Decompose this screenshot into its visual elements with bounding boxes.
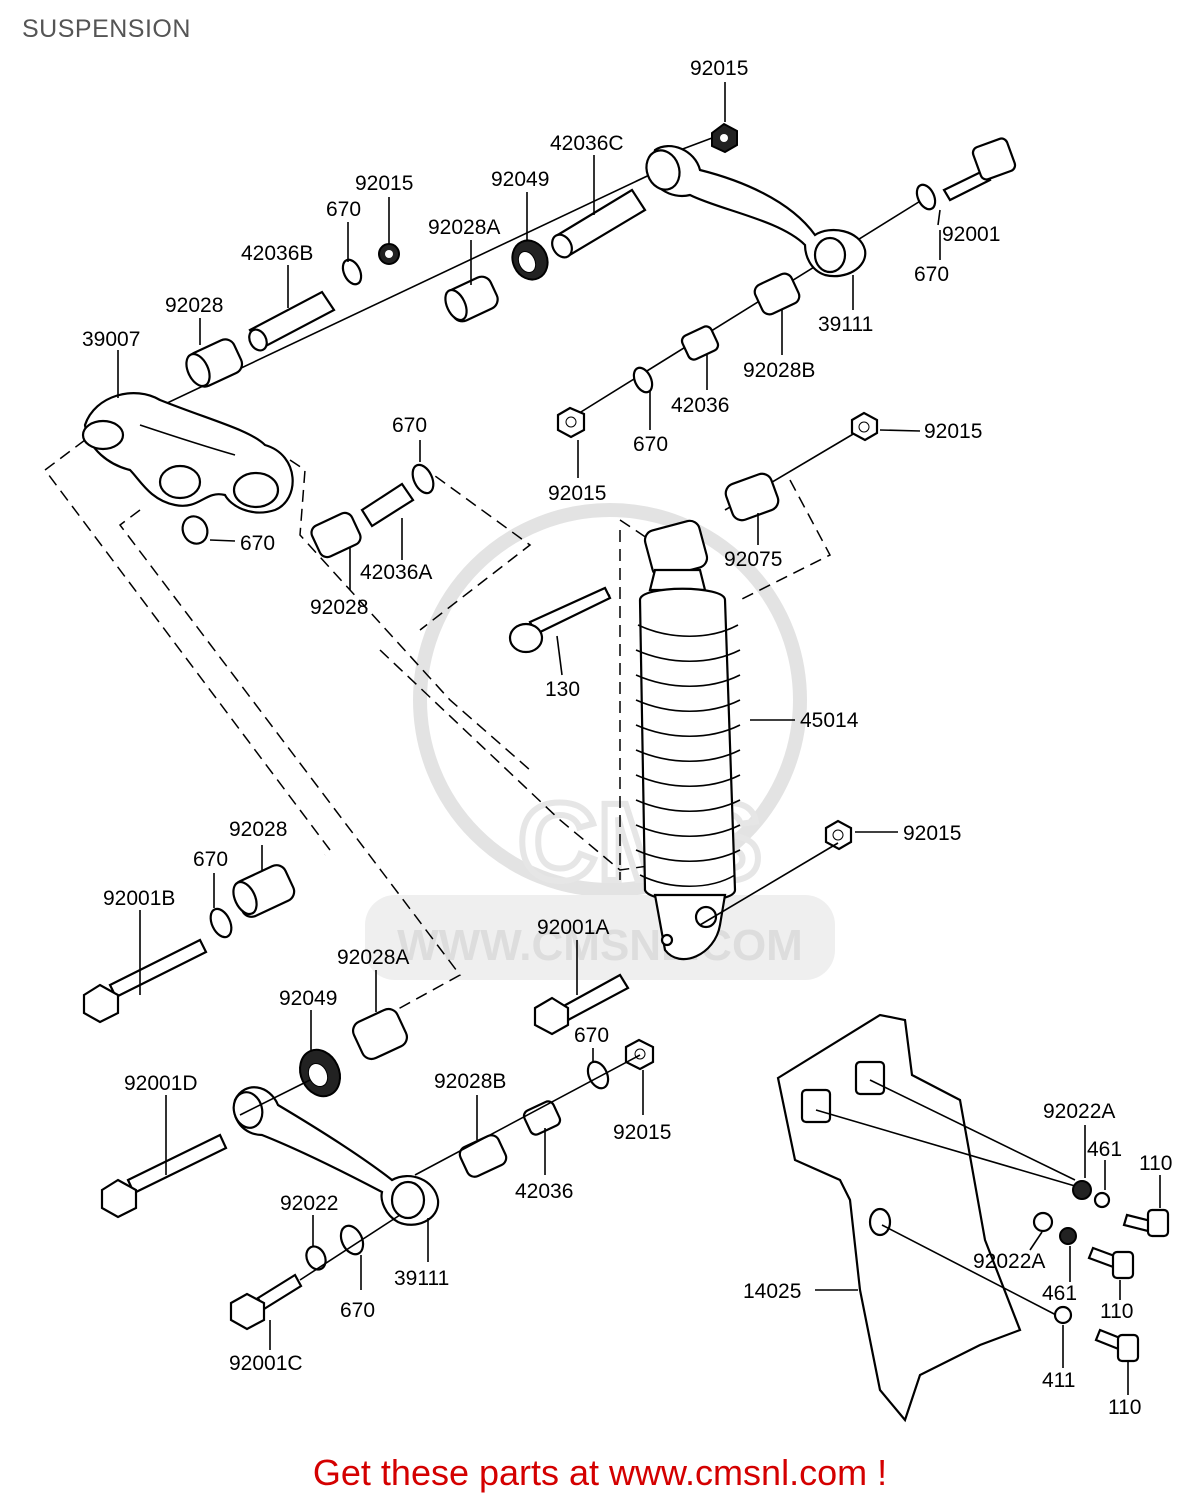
collar-42036A xyxy=(360,482,415,528)
bolt-92001D xyxy=(100,1133,228,1219)
label-92001C: 92001C xyxy=(229,1352,303,1375)
washer-670-mid xyxy=(632,366,654,394)
label-411: 411 xyxy=(1042,1369,1075,1392)
label-92015-mid: 92015 xyxy=(548,482,606,505)
label-110-bottom: 110 xyxy=(1108,1396,1141,1419)
label-92001A: 92001A xyxy=(537,916,609,939)
label-92028-bottom: 92028 xyxy=(229,818,287,841)
bushing-92028A-upper xyxy=(444,275,499,323)
bearing-92049-upper xyxy=(511,239,549,281)
watermark-text: WWW.CMSNL.COM xyxy=(397,921,803,970)
bearing-92049-bottom xyxy=(299,1048,341,1098)
label-92022A-mid: 92022A xyxy=(973,1250,1045,1273)
part-labels: 92015 42036C 92049 92015 670 92028A 4203… xyxy=(82,57,1172,1419)
label-670-left: 670 xyxy=(326,198,361,221)
washer-670-lower xyxy=(339,1224,365,1256)
label-92028-top: 92028 xyxy=(165,294,223,317)
label-92028B-bottom: 92028B xyxy=(434,1070,506,1093)
label-461-mid: 461 xyxy=(1042,1282,1077,1305)
label-39007: 39007 xyxy=(82,328,140,351)
nut-92015-upper-left xyxy=(378,243,400,265)
tie-rod-39111-upper xyxy=(645,145,867,278)
label-92001B: 92001B xyxy=(103,887,175,910)
label-42036B: 42036B xyxy=(241,242,313,265)
collar-42036C xyxy=(551,188,647,259)
label-14025: 14025 xyxy=(743,1280,801,1303)
label-130: 130 xyxy=(545,678,580,701)
label-92015-shock-bottom: 92015 xyxy=(903,822,961,845)
label-92022: 92022 xyxy=(280,1192,338,1215)
label-92015-top: 92015 xyxy=(690,57,748,80)
label-42036-top: 42036 xyxy=(671,394,729,417)
washer-670-bottom-right xyxy=(586,1060,610,1090)
label-92015-bottom: 92015 xyxy=(613,1121,671,1144)
label-670-lower: 670 xyxy=(340,1299,375,1322)
washer-670-bottom xyxy=(209,907,233,939)
label-42036C: 42036C xyxy=(550,132,624,155)
rocker-arm-39007 xyxy=(81,392,294,514)
label-670-arm: 670 xyxy=(240,532,275,555)
bolt-92001A xyxy=(533,973,630,1036)
label-92028A-top: 92028A xyxy=(428,216,500,239)
label-670-link: 670 xyxy=(392,414,427,437)
washer-670-upper-right xyxy=(915,183,937,211)
label-92049-bottom: 92049 xyxy=(279,987,337,1010)
label-92075: 92075 xyxy=(724,548,782,571)
guard-14025 xyxy=(776,1013,1076,1423)
washer-92022 xyxy=(305,1245,327,1271)
label-42036-bottom: 42036 xyxy=(515,1180,573,1203)
label-670-bottom-right: 670 xyxy=(574,1024,609,1047)
bushing-92028-bottom xyxy=(232,864,296,918)
bushing-92028A-bottom xyxy=(351,1007,409,1061)
collar-42036-bottom xyxy=(522,1100,562,1136)
nut-92015-top xyxy=(711,122,738,154)
bushing-92028B-upper xyxy=(753,272,801,316)
label-92028-link: 92028 xyxy=(310,596,368,619)
label-39111-bottom: 39111 xyxy=(394,1267,449,1290)
label-92022A-top: 92022A xyxy=(1043,1100,1115,1123)
shock-absorber-45014 xyxy=(635,519,741,961)
bushing-92028-link xyxy=(310,511,362,559)
label-670-bottom: 670 xyxy=(193,848,228,871)
label-45014: 45014 xyxy=(800,709,859,732)
nut-92015-shock-top xyxy=(850,411,879,442)
tie-rod-39111-lower xyxy=(232,1086,440,1226)
collar-42036-upper xyxy=(680,325,720,361)
collar-42036B xyxy=(248,290,336,352)
washer-670-upper-left xyxy=(341,258,363,286)
label-461-top: 461 xyxy=(1087,1138,1122,1161)
shock-spring-coils xyxy=(635,624,741,887)
label-92028B-top: 92028B xyxy=(743,359,815,382)
label-92015-left: 92015 xyxy=(355,172,413,195)
bolt-92001B xyxy=(82,938,208,1024)
label-39111-top: 39111 xyxy=(818,313,873,336)
bolt-92001C xyxy=(229,1273,303,1331)
guard-fasteners xyxy=(1032,1180,1170,1363)
label-110-top: 110 xyxy=(1139,1152,1172,1175)
washer-670-arm xyxy=(181,515,209,545)
bushing-92075 xyxy=(724,472,780,522)
page-title: SUSPENSION xyxy=(22,15,191,43)
label-92049-top: 92049 xyxy=(491,168,549,191)
upper-axis-lines xyxy=(109,134,931,636)
label-92028A-bottom: 92028A xyxy=(337,946,409,969)
bolt-130 xyxy=(508,586,612,654)
footer-cta-link[interactable]: Get these parts at www.cmsnl.com ! xyxy=(312,1452,888,1493)
watermark: WWW.CMSNL.COM CMS xyxy=(365,503,835,980)
label-92015-shock-top: 92015 xyxy=(924,420,982,443)
label-92001D: 92001D xyxy=(124,1072,198,1095)
label-110-mid: 110 xyxy=(1100,1300,1133,1323)
nut-92015-mid xyxy=(556,406,586,439)
washer-670-link xyxy=(411,463,435,495)
upper-bushing-92028 xyxy=(185,338,244,388)
label-670-mid: 670 xyxy=(633,433,668,456)
label-670-right: 670 xyxy=(914,263,949,286)
bolt-92001-upper xyxy=(942,137,1017,202)
label-92001-top: 92001 xyxy=(942,223,1000,246)
label-42036A: 42036A xyxy=(360,561,432,584)
leader-lines xyxy=(117,82,1161,1395)
nut-92015-shock-bottom xyxy=(824,819,853,851)
